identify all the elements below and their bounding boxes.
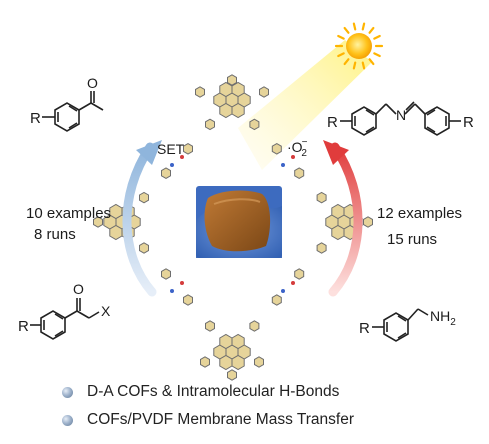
cof-ring — [227, 369, 237, 381]
cof-ring — [249, 320, 260, 332]
left-reaction-arrow — [122, 142, 157, 297]
cof-ring — [254, 356, 264, 368]
cof-ring — [231, 354, 245, 371]
cof-ring — [219, 102, 233, 119]
right-examples-count: 12 examples — [377, 205, 463, 222]
acetophenone-r-label: R — [30, 110, 41, 127]
cof-ring — [231, 333, 245, 350]
cof-ring — [259, 86, 269, 98]
feature-item-membrane: COFs/PVDF Membrane Mass Transfer — [62, 411, 354, 429]
cof-ring — [161, 268, 171, 280]
cof-ring — [294, 268, 305, 280]
oxygen-atom — [180, 155, 184, 159]
haloketone-o-label: O — [73, 281, 84, 297]
cof-ring — [219, 354, 233, 371]
cof-ring — [195, 86, 205, 98]
oxygen-atom — [180, 281, 184, 285]
oxygen-atom — [291, 155, 295, 159]
cof-ring — [316, 191, 327, 204]
cof-ring — [205, 118, 215, 131]
superoxide-label: ·O−2 — [287, 137, 308, 159]
cof-ring — [271, 294, 282, 306]
nitrogen-atom — [281, 163, 285, 167]
benzylamine-r-label: R — [359, 320, 370, 337]
left-examples-count: 10 examples — [26, 205, 112, 222]
cof-ring — [294, 167, 305, 179]
imine-r-left-label: R — [327, 114, 338, 131]
imine-r-right-label: R — [463, 114, 474, 131]
left-arrow-head — [136, 140, 162, 165]
nitrogen-atom — [281, 289, 285, 293]
haloketone-structure — [30, 298, 100, 340]
cof-ring — [227, 74, 237, 86]
feature-text: D-A COFs & Intramolecular H-Bonds — [87, 383, 340, 400]
acetophenone-o-label: O — [87, 75, 98, 91]
haloketone-r-label: R — [18, 318, 29, 335]
cof-ring — [219, 81, 233, 98]
feature-text: COFs/PVDF Membrane Mass Transfer — [87, 411, 355, 428]
right-arrow-head — [323, 140, 349, 165]
cof-ring — [219, 333, 233, 350]
cof-ring — [331, 203, 345, 220]
imine-structure — [340, 101, 461, 136]
acetophenone-structure — [42, 91, 104, 132]
light-beam — [238, 40, 372, 170]
cof-ring — [271, 143, 282, 155]
right-runs-count: 15 runs — [387, 231, 438, 248]
membrane-photo — [196, 186, 282, 258]
bullet-icon — [62, 386, 73, 398]
sun-icon — [334, 22, 384, 70]
haloketone-x-label: X — [101, 303, 111, 319]
oxygen-atom — [291, 281, 295, 285]
imine-n-label: N — [396, 107, 406, 123]
cof-ring — [109, 224, 123, 241]
feature-item-da-cofs: D-A COFs & Intramolecular H-Bonds — [62, 383, 339, 401]
cof-ring — [183, 143, 193, 155]
cof-ring — [183, 294, 193, 306]
cof-ring — [316, 242, 327, 254]
cof-ring — [139, 242, 149, 254]
cof-ring — [231, 102, 245, 119]
set-label: SET — [157, 141, 185, 157]
cof-ring — [363, 216, 373, 228]
cof-ring — [139, 191, 149, 204]
left-runs-count: 8 runs — [34, 226, 76, 243]
cof-ring — [200, 356, 210, 368]
cof-ring — [93, 216, 103, 228]
cof-ring — [249, 118, 260, 131]
nitrogen-atom — [170, 289, 174, 293]
cof-ring — [109, 203, 123, 220]
benzylamine-structure — [372, 308, 429, 342]
benzylamine-amine-label: NH2 — [430, 308, 456, 328]
right-reaction-arrow — [328, 142, 363, 297]
bullet-icon — [62, 414, 73, 426]
nitrogen-atom — [170, 163, 174, 167]
cof-ring — [205, 320, 215, 332]
cof-ring — [161, 167, 171, 179]
cof-ring — [331, 224, 345, 241]
